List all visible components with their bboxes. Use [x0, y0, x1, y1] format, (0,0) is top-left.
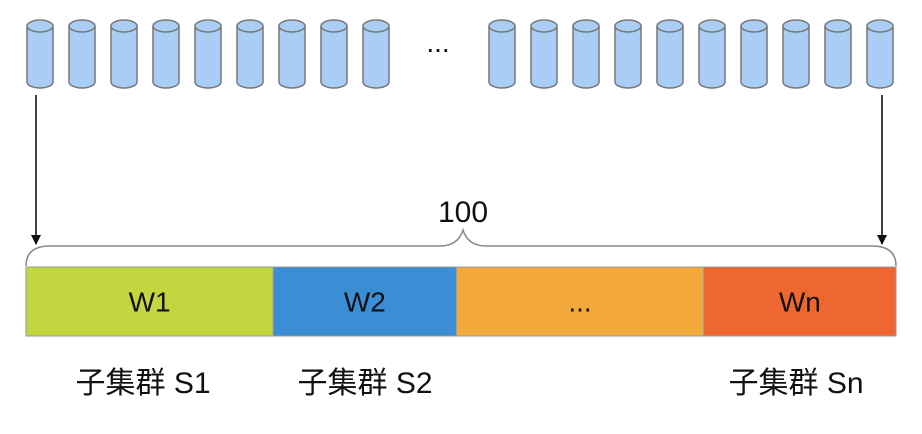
- server-cylinder-icon: [656, 19, 684, 89]
- server-cylinder-icon: [110, 19, 138, 89]
- total-brace: [25, 227, 897, 267]
- server-cylinder-icon: [26, 19, 54, 89]
- weight-segment-2: [272, 266, 457, 337]
- server-cylinder-icon: [320, 19, 348, 89]
- server-cylinder-icon: [236, 19, 264, 89]
- weight-segment-label-1: W1: [129, 287, 171, 318]
- servers-ellipsis: ...: [426, 27, 449, 58]
- server-cylinder-icon: [362, 19, 390, 89]
- weight-segment-label-2: W2: [344, 287, 386, 318]
- server-cylinder-icon: [866, 19, 894, 89]
- server-cylinder-icon: [194, 19, 222, 89]
- server-cylinder-icon: [152, 19, 180, 89]
- total-weight-label: 100: [438, 196, 488, 229]
- server-cylinder-icon: [572, 19, 600, 89]
- server-group-left: [26, 19, 390, 89]
- weight-segment-label-4: Wn: [779, 287, 821, 318]
- server-cylinder-icon: [824, 19, 852, 89]
- server-cylinder-icon: [782, 19, 810, 89]
- weight-segment-3: [455, 266, 705, 337]
- weight-bar: W1 W2... Wn: [25, 266, 897, 337]
- server-cylinder-icon: [68, 19, 96, 89]
- server-cylinder-icon: [614, 19, 642, 89]
- server-cylinder-icon: [740, 19, 768, 89]
- server-cylinder-icon: [698, 19, 726, 89]
- server-cylinder-icon: [530, 19, 558, 89]
- weight-segment-1: [25, 266, 274, 337]
- weight-segment-4: [703, 266, 897, 337]
- cluster-label-sn: 子集群 Sn: [728, 367, 863, 400]
- cluster-label-s1: 子集群 S1: [75, 367, 210, 400]
- server-group-right: [488, 19, 894, 89]
- server-cylinder-icon: [278, 19, 306, 89]
- cluster-label-s2: 子集群 S2: [297, 367, 432, 400]
- weight-segment-label-3: ...: [568, 287, 591, 318]
- server-cylinder-icon: [488, 19, 516, 89]
